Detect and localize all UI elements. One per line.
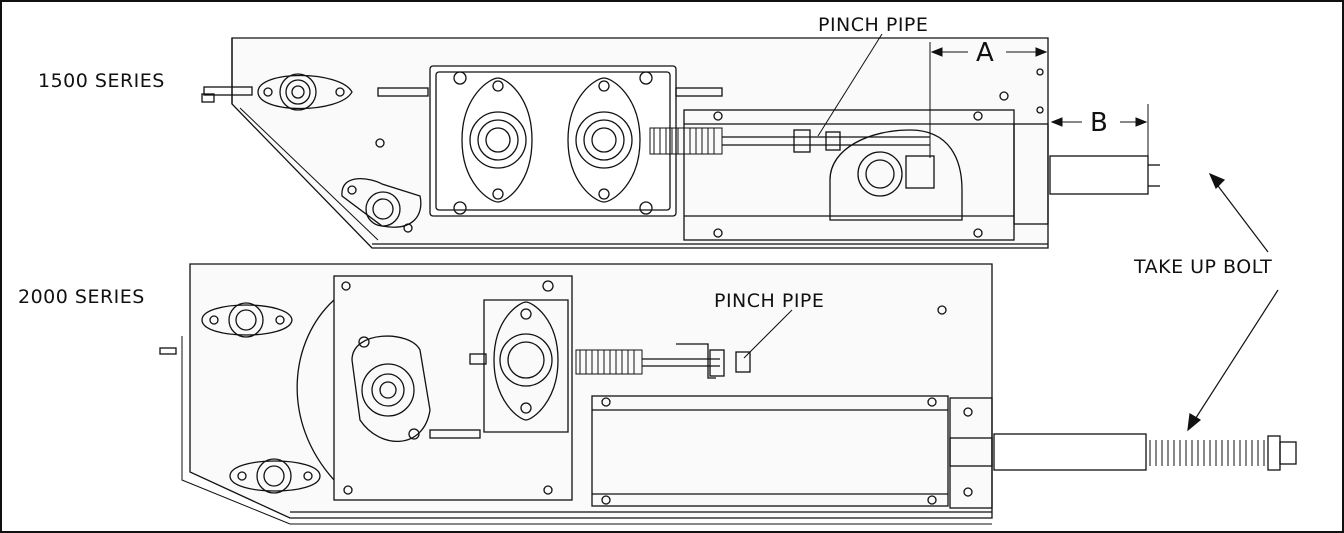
inner-panel-2000 — [333, 275, 573, 501]
label-pinch-pipe-bottom: PINCH PIPE — [714, 290, 825, 312]
label-pinch-pipe-top: PINCH PIPE — [818, 14, 929, 36]
bearing-1500-lower — [341, 177, 422, 233]
label-take-up-bolt: TAKE UP BOLT — [1134, 256, 1273, 278]
bearing-1500-left — [257, 73, 353, 111]
take-up-bolt-leaders — [1187, 172, 1279, 432]
bearing-2000-lower — [229, 458, 321, 494]
bearing-2000-right — [469, 299, 569, 433]
take-up-bolt-2000 — [993, 433, 1297, 471]
center-block-1500 — [429, 65, 677, 217]
bearing-2000-drive — [351, 335, 431, 443]
take-up-housing-1500 — [829, 129, 963, 221]
label-1500-series: 1500 SERIES — [38, 70, 165, 92]
label-dimension-a: A — [976, 38, 994, 68]
bearing-2000-upper — [201, 302, 293, 338]
dimension-b — [1050, 104, 1149, 158]
slide-channel-2000 — [591, 395, 949, 507]
label-dimension-b: B — [1090, 108, 1108, 138]
assembly-1500-series — [201, 33, 1160, 249]
plate-2000 — [189, 263, 993, 519]
bearing-1500-center-b — [567, 77, 641, 203]
take-up-bolt-1500 — [1049, 155, 1149, 195]
leader-pinch-pipe-top — [817, 33, 883, 137]
label-2000-series: 2000 SERIES — [18, 286, 145, 308]
spring-2000 — [575, 349, 643, 375]
assembly-2000-series — [159, 263, 1297, 525]
spring-1500 — [649, 127, 723, 155]
dimension-a — [929, 42, 1049, 158]
leader-pinch-pipe-bottom — [743, 309, 793, 359]
bearing-1500-center-a — [461, 77, 533, 203]
